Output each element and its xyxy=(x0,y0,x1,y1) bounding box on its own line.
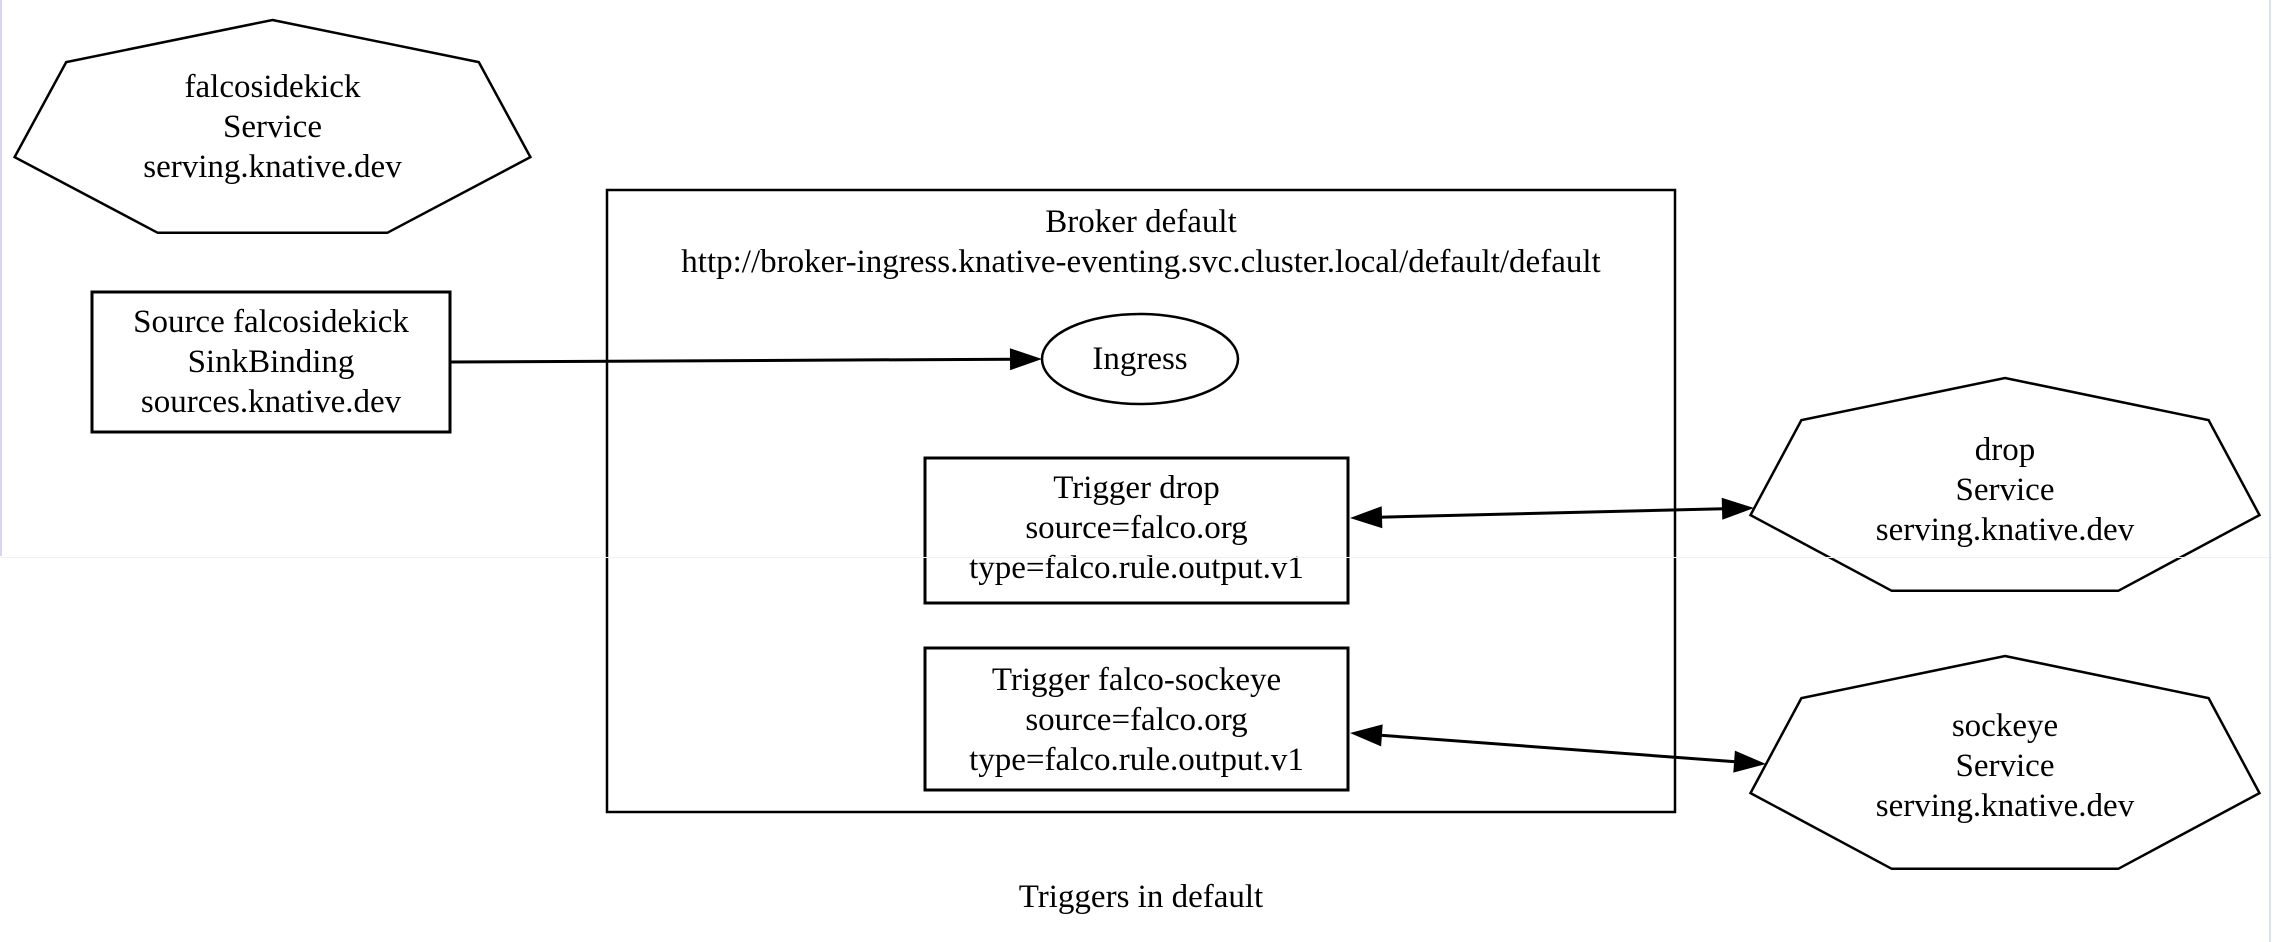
label-line: Broker default xyxy=(1045,204,1237,240)
source-falcosidekick-label: Source falcosidekick SinkBinding sources… xyxy=(92,302,450,422)
label-line: falcosidekick xyxy=(184,69,361,105)
sockeye-service-label: sockeye Service serving.knative.dev xyxy=(1744,706,2266,826)
trigger-falco-sockeye-label: Trigger falco-sockeye source=falco.org t… xyxy=(925,660,1348,780)
label-line: sockeye xyxy=(1951,708,2059,744)
ingress-label: Ingress xyxy=(1042,339,1238,379)
label-line: sources.knative.dev xyxy=(140,384,402,420)
label-line: type=falco.rule.output.v1 xyxy=(969,550,1304,586)
sockeye-service-node xyxy=(1748,654,2262,871)
source-falcosidekick-node xyxy=(90,290,452,434)
label-line: SinkBinding xyxy=(187,344,355,380)
edge-source-to-ingress xyxy=(449,357,1013,364)
arrowhead-trigger-sockeye xyxy=(1350,724,1383,747)
label-line: Trigger falco-sockeye xyxy=(991,662,1282,698)
label-line: source=falco.org xyxy=(1025,510,1248,546)
label-line: Trigger drop xyxy=(1053,470,1220,506)
label-line: Service xyxy=(1955,472,2055,508)
arrowhead-sockeye-service xyxy=(1733,750,1766,773)
arrowhead-ingress xyxy=(1009,348,1042,371)
arrowhead-trigger-drop xyxy=(1350,506,1383,529)
broker-url: http://broker-ingress.knative-eventing.s… xyxy=(681,244,1601,280)
label-line: Service xyxy=(223,109,322,145)
label-line: source=falco.org xyxy=(1025,702,1248,738)
edge-trigger-drop-to-drop-service xyxy=(1359,506,1745,520)
diagram-caption: Triggers in default xyxy=(1018,879,1264,915)
right-edge-artifact xyxy=(2269,0,2271,942)
arrowhead-drop-service xyxy=(1721,497,1754,520)
falcosidekick-service-node xyxy=(12,18,533,235)
label-line: Service xyxy=(1955,748,2055,784)
label-line: serving.knative.dev xyxy=(1875,512,2135,548)
left-edge-artifact xyxy=(0,0,2,556)
label-line: type=falco.rule.output.v1 xyxy=(969,742,1304,778)
label-line: drop xyxy=(1974,432,2036,468)
edge-trigger-sockeye-to-sockeye-service xyxy=(1359,732,1757,765)
drop-service-label: drop Service serving.knative.dev xyxy=(1744,430,2266,550)
broker-label: Broker default http://broker-ingress.kna… xyxy=(607,202,1675,282)
drop-service-node xyxy=(1748,376,2262,593)
trigger-drop-label: Trigger drop source=falco.org type=falco… xyxy=(925,468,1348,588)
trigger-drop-node xyxy=(923,456,1350,605)
falcosidekick-service-label: falcosidekick Service serving.knative.de… xyxy=(8,67,537,187)
label-line: serving.knative.dev xyxy=(143,149,402,185)
faint-rule-artifact xyxy=(0,557,2272,558)
label-line: serving.knative.dev xyxy=(1875,788,2135,824)
label-line: Ingress xyxy=(1092,341,1188,377)
trigger-falco-sockeye-node xyxy=(923,646,1350,792)
label-line: Source falcosidekick xyxy=(133,304,409,340)
